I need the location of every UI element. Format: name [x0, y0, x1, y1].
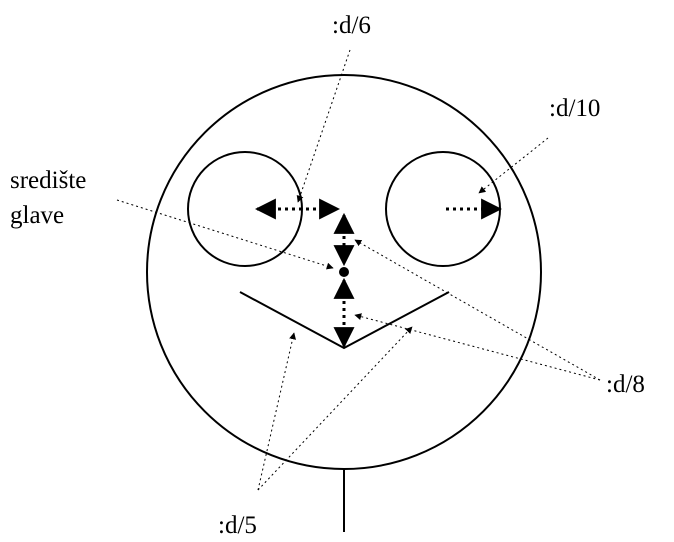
- d8-leader-upper: [354, 239, 601, 381]
- d5-leader-left: [257, 332, 297, 491]
- d6-leader: [296, 49, 351, 203]
- mouth-line: [239, 291, 450, 350]
- left-eye-circle: [187, 151, 303, 267]
- d8-leader-lower: [354, 313, 601, 381]
- label-head-center-line1: središte: [10, 167, 87, 194]
- label-d8: :d/8: [606, 371, 645, 398]
- label-head-center-line2: glave: [10, 202, 65, 229]
- d5-leader-right: [257, 326, 413, 491]
- label-d5: :d/5: [218, 512, 257, 539]
- d10-leader: [478, 137, 549, 194]
- label-d10: :d/10: [549, 95, 601, 122]
- label-d6: :d/6: [332, 12, 371, 39]
- head-center-dot: [339, 267, 349, 277]
